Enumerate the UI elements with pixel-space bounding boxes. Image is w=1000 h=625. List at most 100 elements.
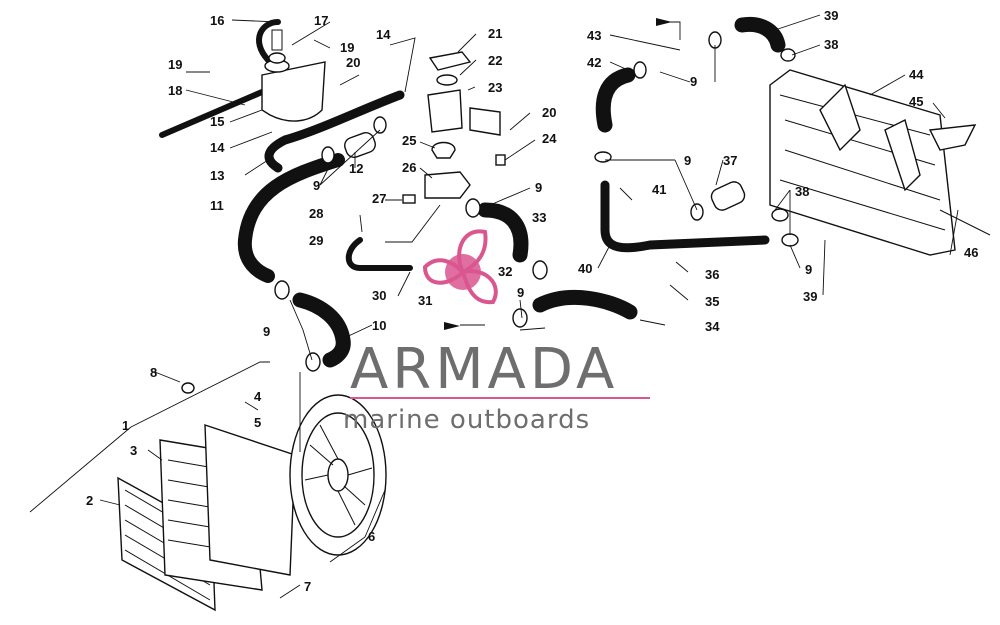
fan-shroud-4 [204, 424, 296, 576]
clamp [594, 151, 612, 163]
callout-26: 26 [402, 160, 416, 175]
callout-43: 43 [587, 28, 601, 43]
callout-9: 9 [517, 285, 524, 300]
hose-12 [344, 132, 376, 158]
callout-45: 45 [909, 94, 923, 109]
callout-40: 40 [578, 261, 592, 276]
clamp [465, 198, 481, 218]
clamp [690, 203, 704, 221]
clamp [771, 208, 789, 222]
callout-14: 14 [376, 27, 391, 42]
arrow-icon [444, 322, 460, 330]
clamp [373, 116, 387, 134]
thermostat-25 [431, 141, 456, 159]
clamp [321, 146, 335, 164]
brand-name: ARMADA [350, 337, 618, 402]
o-ring-22 [436, 74, 458, 86]
callout-37: 37 [723, 153, 737, 168]
hose-37 [710, 181, 746, 211]
callout-29: 29 [309, 233, 323, 248]
callout-13: 13 [210, 168, 224, 183]
callout-14: 14 [210, 140, 225, 155]
callout-15: 15 [210, 114, 224, 129]
callout-8: 8 [150, 365, 157, 380]
propeller-logo: 32 [422, 229, 512, 305]
callout-21: 21 [488, 26, 502, 41]
callout-27: 27 [372, 191, 386, 206]
callout-4: 4 [254, 389, 262, 404]
callout-12: 12 [349, 161, 363, 176]
callout-39: 39 [803, 289, 817, 304]
brand-tagline: marine outboards [343, 405, 590, 435]
clamp [274, 280, 290, 300]
callout-36: 36 [705, 267, 719, 282]
grommet-8 [181, 382, 195, 394]
clamp [532, 260, 548, 280]
vent-fitting-16 [271, 29, 283, 51]
bracket-20 [469, 107, 501, 136]
logo-callout-32: 32 [498, 264, 512, 279]
callout-9: 9 [263, 324, 270, 339]
radiator-assembly [117, 382, 296, 612]
callout-20: 20 [542, 105, 556, 120]
callout-3: 3 [130, 443, 137, 458]
callout-9: 9 [805, 262, 812, 277]
hose-clamps [274, 31, 799, 372]
water-outlet-26 [424, 171, 471, 199]
callout-9: 9 [313, 178, 320, 193]
callout-18: 18 [168, 83, 182, 98]
callout-labels: 1 2 3 4 5 6 7 8 9 9 9 9 9 9 9 9 10 11 12… [86, 8, 978, 594]
cooling-fan-5 [289, 394, 387, 556]
callout-17: 17 [314, 13, 328, 28]
callout-44: 44 [909, 67, 924, 82]
thermostat-body [427, 89, 463, 133]
callout-39: 39 [824, 8, 838, 23]
callout-30: 30 [372, 288, 386, 303]
callout-19: 19 [340, 40, 354, 55]
coolant-reservoir [261, 29, 326, 122]
frame-assembly-44 [769, 69, 991, 256]
callout-9: 9 [535, 180, 542, 195]
housing-cap-21 [428, 51, 472, 71]
direction-arrows [444, 18, 672, 330]
callout-34: 34 [705, 319, 720, 334]
armada-watermark: 32 ARMADA marine outboards [343, 229, 650, 435]
bolt-46 [939, 209, 991, 236]
arrow-icon [656, 18, 672, 26]
callout-9: 9 [690, 74, 697, 89]
callout-24: 24 [542, 131, 557, 146]
callout-38: 38 [824, 37, 838, 52]
clamp [633, 61, 647, 79]
callout-9: 9 [684, 153, 691, 168]
callout-46: 46 [964, 245, 978, 260]
callout-42: 42 [587, 55, 601, 70]
callout-7: 7 [304, 579, 311, 594]
callout-5: 5 [254, 415, 261, 430]
sensor-27 [402, 194, 416, 204]
hoses [159, 16, 786, 368]
callout-31: 31 [418, 293, 432, 308]
clamp [780, 48, 796, 62]
callout-28: 28 [309, 206, 323, 221]
hose-29 [345, 237, 413, 271]
callout-10: 10 [372, 318, 386, 333]
callout-19: 19 [168, 57, 182, 72]
clamp [781, 233, 799, 247]
callout-33: 33 [532, 210, 546, 225]
callout-22: 22 [488, 53, 502, 68]
callout-35: 35 [705, 294, 719, 309]
clip-24 [495, 154, 506, 166]
callout-2: 2 [86, 493, 93, 508]
callout-6: 6 [368, 529, 375, 544]
callout-1: 1 [122, 418, 129, 433]
thermostat-housing [402, 51, 506, 204]
callout-23: 23 [488, 80, 502, 95]
callout-38: 38 [795, 184, 809, 199]
clamp [305, 352, 321, 372]
clamp [512, 308, 528, 328]
callout-16: 16 [210, 13, 224, 28]
callout-11: 11 [210, 198, 224, 213]
callout-25: 25 [402, 133, 416, 148]
